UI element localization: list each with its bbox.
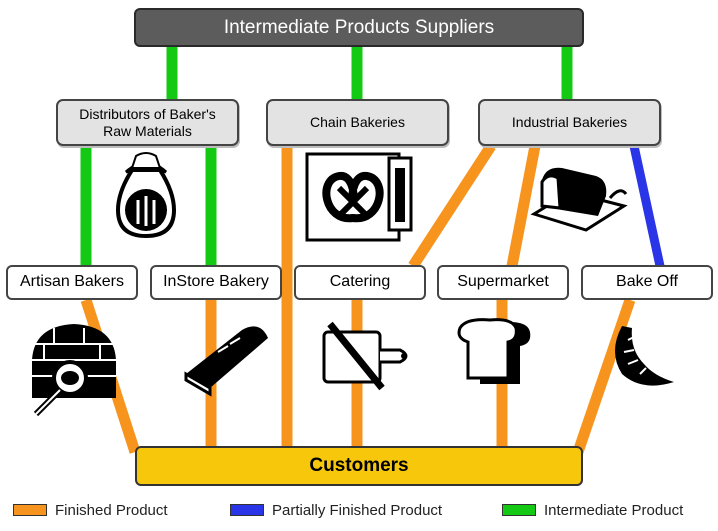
distributors-box: Distributors of Baker's Raw Materials xyxy=(56,99,239,146)
instore-bakery-box: InStore Bakery xyxy=(150,265,282,300)
artisan-bakers-box: Artisan Bakers xyxy=(6,265,138,300)
bake-off-label: Bake Off xyxy=(616,273,678,291)
industrial-bakeries-label: Industrial Bakeries xyxy=(511,114,628,131)
flow-industrial-catering xyxy=(408,143,496,269)
artisan-bakers-label: Artisan Bakers xyxy=(19,273,125,291)
legend-partially-finished-product: Partially Finished Product xyxy=(230,500,442,520)
catering-box: Catering xyxy=(294,265,426,300)
legend-label-intermediate: Intermediate Product xyxy=(544,501,684,519)
customers-box: Customers xyxy=(135,446,583,486)
legend-finished-product: Finished Product xyxy=(13,500,168,520)
bake-off-box: Bake Off xyxy=(581,265,713,300)
flow-industrial-bakeoff xyxy=(629,145,665,267)
intermediate-flows xyxy=(80,47,573,266)
suppliers-label: Intermediate Products Suppliers xyxy=(223,16,495,38)
instore-bakery-label: InStore Bakery xyxy=(163,273,269,291)
customers-label: Customers xyxy=(309,455,409,477)
legend-swatch-partial xyxy=(230,504,264,516)
chain-bakeries-box: Chain Bakeries xyxy=(266,99,449,146)
legend-label-finished: Finished Product xyxy=(55,501,168,519)
supermarket-box: Supermarket xyxy=(437,265,569,300)
flow-artisan-customers xyxy=(80,298,141,454)
flow-industrial-supermarket xyxy=(506,144,541,268)
legend-swatch-intermediate xyxy=(502,504,536,516)
chain-bakeries-label: Chain Bakeries xyxy=(310,114,405,131)
partial-flows xyxy=(629,145,665,267)
catering-label: Catering xyxy=(329,273,391,291)
legend-label-partial: Partially Finished Product xyxy=(272,501,443,519)
legend-intermediate-product: Intermediate Product xyxy=(502,500,683,520)
supermarket-label: Supermarket xyxy=(457,273,549,291)
legend-swatch-finished xyxy=(13,504,47,516)
flow-bakeoff-customers xyxy=(572,298,636,454)
suppliers-box: Intermediate Products Suppliers xyxy=(134,8,584,47)
industrial-bakeries-box: Industrial Bakeries xyxy=(478,99,661,146)
distributors-label: Distributors of Baker's Raw Materials xyxy=(79,106,216,139)
